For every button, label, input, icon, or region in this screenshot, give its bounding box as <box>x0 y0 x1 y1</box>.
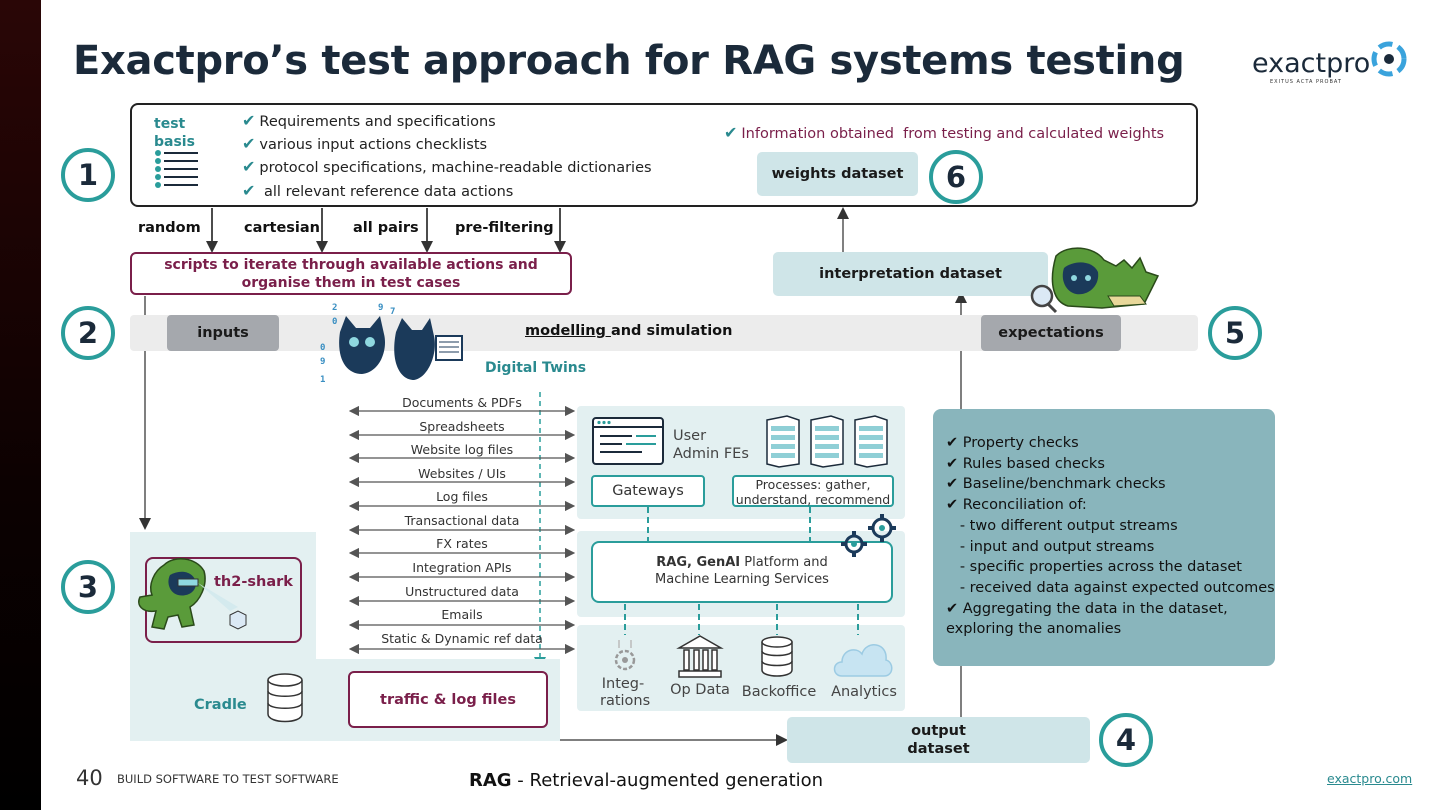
flow-label: Website log files <box>410 442 514 457</box>
check-item: ✔ Property checks <box>946 435 1079 451</box>
test-basis-label-line2: basis <box>154 134 195 150</box>
analytics-cloud-icon <box>833 644 893 677</box>
check-item: ✔ Aggregating the data in the dataset, <box>946 600 1228 617</box>
scripts-line1: scripts to iterate through available act… <box>164 257 538 273</box>
scripts-line2: organise them in test cases <box>241 275 461 291</box>
expectations-box: expectations <box>981 315 1121 351</box>
output-dataset-box: output dataset <box>787 717 1090 763</box>
admin-screen-icon <box>592 417 664 465</box>
cradle-database-icon <box>267 673 303 723</box>
svg-text:1: 1 <box>320 375 325 385</box>
flow-label: Emails <box>441 607 483 622</box>
check-icon: ✔ <box>724 123 738 142</box>
check-icon: ✔ <box>242 111 256 130</box>
check-icon: ✔ <box>242 181 256 200</box>
svg-text:2: 2 <box>332 303 337 313</box>
checklist-icon <box>155 150 198 188</box>
check-item: ✔ Reconciliation of: <box>946 497 1087 514</box>
basis-item-2: ✔various input actions checklists <box>242 134 488 153</box>
th2-shark-label: th2-shark <box>214 574 293 590</box>
flow-label: Documents & PDFs <box>402 395 522 410</box>
test-basis-label-line1: test <box>154 116 186 132</box>
backoffice-database-icon <box>761 636 793 677</box>
processes-box: Processes: gather, understand, recommend <box>732 475 894 507</box>
checks-panel: ✔ Property checks ✔ Rules based checks ✔… <box>933 409 1275 666</box>
modelling-label: modelling and simulation <box>525 323 733 339</box>
check-icon: ✔ <box>242 134 256 153</box>
servers-icon <box>766 415 888 468</box>
svg-text:0: 0 <box>332 317 337 327</box>
check-item: - specific properties across the dataset <box>946 559 1242 576</box>
svg-text:7: 7 <box>390 307 395 317</box>
interpretation-dataset-box: interpretation dataset <box>773 252 1048 296</box>
inputs-box: inputs <box>167 315 279 351</box>
traffic-log-files-box: traffic & log files <box>348 671 548 728</box>
test-basis-label: test basis <box>154 115 195 151</box>
step-3-circle: 3 <box>61 560 115 614</box>
flow-label: FX rates <box>436 536 488 551</box>
rag-platform-box: RAG, GenAI Platform and Machine Learning… <box>591 541 893 603</box>
logo-wordmark: exactpro <box>1252 48 1371 79</box>
analytics-label: Analytics <box>831 684 897 700</box>
website-link[interactable]: exactpro.com <box>1327 771 1413 786</box>
strategy-random: random <box>138 220 201 236</box>
strategy-all-pairs: all pairs <box>353 220 419 236</box>
weights-dataset-box: weights dataset <box>757 152 918 196</box>
strategy-pre-filtering: pre-filtering <box>455 220 554 236</box>
logo-tagline: EXITUS ACTA PROBAT <box>1270 79 1342 85</box>
test-basis-box <box>130 103 1198 207</box>
step-5-circle: 5 <box>1208 306 1262 360</box>
check-item: ✔ Rules based checks <box>946 455 1105 472</box>
flow-label: Integration APIs <box>412 560 512 575</box>
flow-label: Static & Dynamic ref data <box>381 631 543 646</box>
footer-tagline: BUILD SOFTWARE TO TEST SOFTWARE <box>117 772 339 786</box>
page-title: Exactpro’s test approach for RAG systems… <box>73 38 1185 84</box>
flow-label: Spreadsheets <box>419 419 505 434</box>
information-line: ✔Information obtained from testing and c… <box>724 123 1165 142</box>
strategy-cartesian: cartesian <box>244 220 321 236</box>
backoffice-label: Backoffice <box>741 684 817 700</box>
step-2-circle: 2 <box>61 306 115 360</box>
check-item: exploring the anomalies <box>946 621 1122 638</box>
flow-label: Log files <box>436 489 488 504</box>
flow-label: Transactional data <box>404 513 520 528</box>
op-data-label: Op Data <box>670 682 730 698</box>
logo-icon <box>1371 41 1407 77</box>
page-number: 40 <box>76 766 103 790</box>
basis-item-1: ✔Requirements and specifications <box>242 111 496 130</box>
check-icon: ✔ <box>242 157 256 176</box>
dashed-links <box>624 507 859 635</box>
step-6-circle: 6 <box>929 150 983 204</box>
check-item: - received data against expected outcome… <box>946 579 1275 596</box>
digital-twins-label: Digital Twins <box>485 360 587 376</box>
step-4-circle: 4 <box>1099 713 1153 767</box>
flow-label: Unstructured data <box>405 584 519 599</box>
check-item: - two different output streams <box>946 517 1178 534</box>
th2-shark-dino-illustration <box>138 558 247 630</box>
svg-text:9: 9 <box>378 303 383 313</box>
rag-definition: RAG - Retrieval-augmented generation <box>469 770 824 791</box>
dino-magnifier-illustration <box>1030 247 1160 314</box>
gateways-box: Gateways <box>591 475 705 507</box>
check-item: ✔ Baseline/benchmark checks <box>946 476 1166 493</box>
basis-item-3: ✔protocol specifications, machine-readab… <box>242 157 652 176</box>
flow-label: Websites / UIs <box>418 466 506 481</box>
user-admin-label: User Admin FEs <box>673 428 749 462</box>
svg-text:9: 9 <box>320 357 325 367</box>
integrations-gear-icon <box>614 640 636 671</box>
basis-item-4: ✔ all relevant reference data actions <box>242 181 514 200</box>
integrations-label: Integ- rations <box>600 676 651 709</box>
check-item: - input and output streams <box>946 538 1155 555</box>
svg-text:0: 0 <box>320 343 325 353</box>
op-data-building-icon <box>676 635 724 678</box>
step-1-circle: 1 <box>61 148 115 202</box>
cradle-label: Cradle <box>194 697 247 713</box>
gears-icon <box>841 514 896 557</box>
left-accent-bar <box>0 0 41 810</box>
scripts-box: scripts to iterate through available act… <box>130 252 572 295</box>
